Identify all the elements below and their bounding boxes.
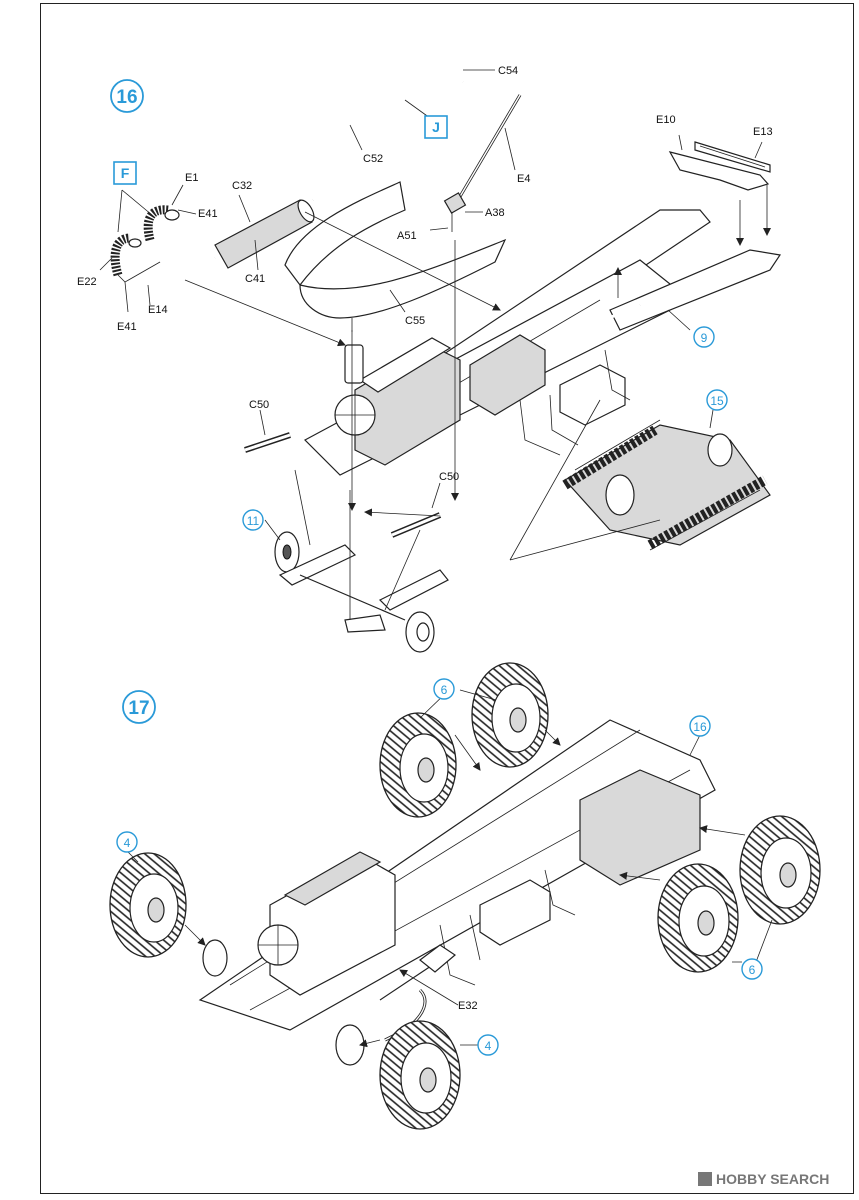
ref-box-j-label: J [432, 119, 440, 135]
label-e41-bottom: E41 [117, 321, 137, 333]
label-e4: E4 [517, 173, 530, 185]
label-c32: C32 [232, 180, 252, 192]
step-17: 17 [109, 662, 821, 1130]
ref-16: 16 [693, 720, 707, 734]
label-e10: E10 [656, 114, 676, 126]
step-16-badge: 16 [110, 79, 144, 113]
step-16-part-labels: C54 J C52 E4 E10 E13 F E1 C32 E41 A38 A5… [77, 65, 773, 483]
wheel-rear-right-2 [739, 815, 821, 925]
ref-box-j [424, 115, 448, 139]
step-16-number: 16 [116, 87, 137, 108]
front-fender [284, 181, 507, 332]
step-17-subassembly-refs: 6 16 4 6 4 [116, 678, 763, 1056]
label-c50-left: C50 [249, 399, 269, 411]
label-c41: C41 [245, 273, 265, 285]
step-17-leader-lines [127, 689, 773, 1048]
ref-4-bottom: 4 [485, 1039, 492, 1053]
label-c55: C55 [405, 315, 425, 327]
wheel-rear-left-2 [471, 662, 549, 768]
ref-9: 9 [701, 331, 708, 345]
watermark: HOBBY SEARCH [698, 1171, 829, 1187]
wheel-front-right [379, 1020, 461, 1130]
step-16-subassembly-refs: 9 15 11 [242, 326, 728, 531]
step-17-number: 17 [128, 698, 149, 719]
hub-front-left [202, 939, 365, 1066]
label-e41-top: E41 [198, 208, 218, 220]
label-e1: E1 [185, 172, 198, 184]
c50-rods [244, 432, 442, 538]
muffler [159, 199, 315, 269]
step-17-badge: 17 [122, 690, 156, 724]
ref-6-top: 6 [441, 683, 448, 697]
ref-15: 15 [710, 394, 724, 408]
transmission [469, 303, 641, 416]
label-a38: A38 [485, 207, 505, 219]
rear-bogie-assembly [562, 419, 771, 551]
ref-4-left: 4 [124, 836, 131, 850]
step-16: 16 [77, 65, 782, 653]
watermark-text: HOBBY SEARCH [716, 1171, 829, 1187]
front-axle-assembly [274, 531, 449, 653]
flex-hoses [110, 205, 180, 283]
exhaust-pipe [311, 70, 465, 201]
battery-box [519, 349, 631, 456]
label-e32: E32 [458, 1000, 478, 1012]
watermark-logo-icon [698, 1172, 712, 1186]
label-e13: E13 [753, 126, 773, 138]
assembled-chassis [198, 719, 716, 1042]
instruction-sheet [40, 3, 854, 1194]
gear-lever [443, 94, 522, 232]
engine [334, 337, 461, 466]
ref-box-f-label: F [121, 165, 130, 181]
rear-cross-member [668, 141, 771, 191]
label-c54: C54 [498, 65, 518, 77]
ref-6-right: 6 [749, 963, 756, 977]
wheel-front-left [109, 852, 187, 958]
label-e14: E14 [148, 304, 168, 316]
ref-box-f [113, 161, 137, 185]
label-c50-right: C50 [439, 471, 459, 483]
wheel-rear-right-1 [657, 863, 739, 973]
label-e22: E22 [77, 276, 97, 288]
label-c52: C52 [363, 153, 383, 165]
label-a51: A51 [397, 230, 417, 242]
ref-11: 11 [247, 514, 260, 528]
step-16-leader-lines [99, 69, 771, 620]
wheel-rear-left-1 [379, 712, 457, 818]
